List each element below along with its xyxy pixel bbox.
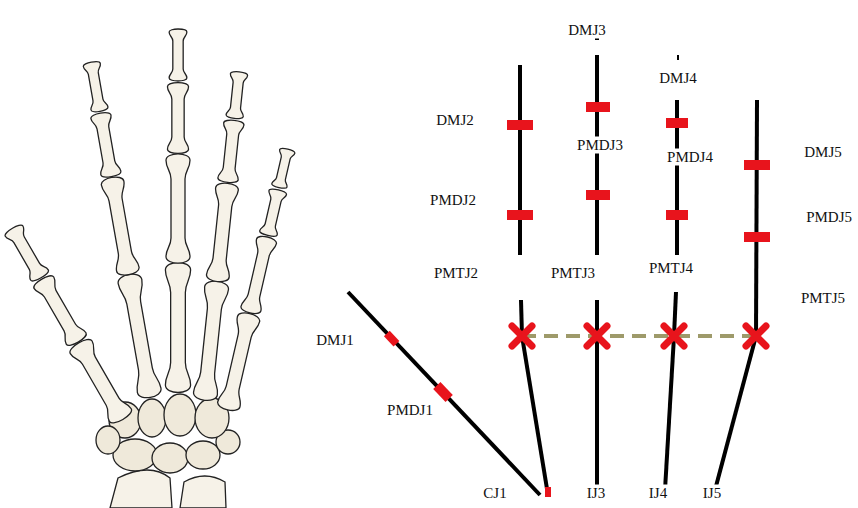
joint-label: PMTJ3 — [549, 265, 597, 282]
joint-schematic — [348, 22, 757, 495]
joint-label: PMDJ2 — [428, 192, 478, 209]
joint-label: CJ1 — [481, 485, 508, 502]
joint-label: DMJ3 — [566, 22, 608, 39]
joint-label: PMTJ4 — [647, 260, 695, 277]
joint-label: PMTJ5 — [799, 290, 847, 307]
joint-label: DMJ5 — [802, 144, 844, 161]
joint-label: DMJ4 — [657, 70, 699, 87]
joint-label: DMJ2 — [434, 112, 476, 129]
joint-label: IJ3 — [585, 485, 607, 502]
metacarpal-head-marks — [512, 326, 766, 346]
dashed-line — [522, 334, 756, 338]
joint-label: PMDJ3 — [575, 137, 625, 154]
joint-markers — [384, 102, 770, 497]
joint-label: IJ5 — [701, 485, 723, 502]
joint-label: IJ4 — [647, 485, 669, 502]
joint-label: PMDJ1 — [385, 402, 435, 419]
joint-label: PMTJ2 — [432, 265, 480, 282]
joint-label: PMDJ4 — [665, 149, 715, 166]
joint-label: PMDJ5 — [804, 209, 854, 226]
hand-skeleton — [2, 29, 299, 508]
joint-label: DMJ1 — [314, 332, 356, 349]
